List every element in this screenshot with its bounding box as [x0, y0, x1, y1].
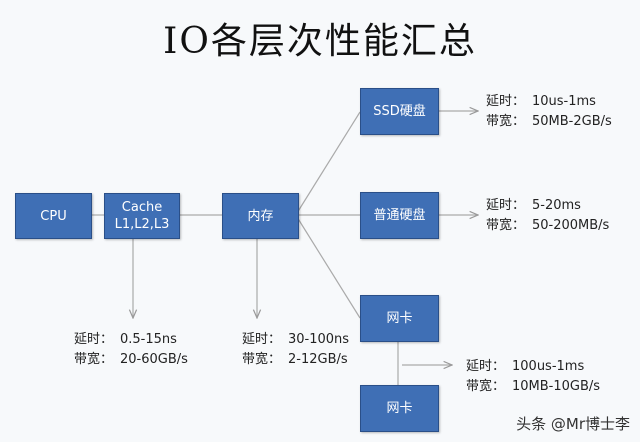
bandwidth-key: 带宽：	[486, 114, 526, 129]
latency-value: 30-100ns	[288, 332, 350, 347]
latency-value: 10us-1ms	[532, 94, 596, 109]
memory-node: 内存	[222, 193, 299, 239]
bandwidth-key: 带宽：	[74, 352, 114, 367]
cache-label: Cache	[121, 200, 163, 215]
cache-node: Cache L1,L2,L3	[104, 193, 180, 239]
bandwidth-value: 10MB-10GB/s	[512, 379, 601, 394]
bandwidth-key: 带宽：	[242, 352, 282, 367]
bandwidth-value: 20-60GB/s	[120, 352, 188, 367]
watermark: 头条 @Mr博士李	[516, 415, 630, 433]
nic-label-1: 网卡	[386, 311, 413, 326]
bandwidth-key: 带宽：	[486, 218, 526, 233]
bandwidth-value: 2-12GB/s	[288, 352, 348, 367]
bandwidth-value: 50-200MB/s	[532, 218, 610, 233]
hdd-label: 普通硬盘	[373, 208, 426, 223]
latency-value: 100us-1ms	[512, 359, 585, 374]
bandwidth-key: 带宽：	[466, 379, 506, 394]
latency-value: 0.5-15ns	[120, 332, 177, 347]
latency-key: 延时：	[242, 332, 282, 347]
bandwidth-value: 50MB-2GB/s	[532, 114, 612, 129]
latency-key: 延时：	[74, 332, 114, 347]
memory-specs: 延时： 30-100ns 带宽： 2-12GB/s	[242, 330, 349, 370]
ssd-label: SSD硬盘	[373, 104, 426, 119]
ssd-specs: 延时： 10us-1ms 带宽： 50MB-2GB/s	[486, 92, 612, 132]
cache-specs: 延时： 0.5-15ns 带宽： 20-60GB/s	[74, 330, 188, 370]
nic-label-2: 网卡	[386, 401, 413, 416]
memory-label: 内存	[247, 208, 274, 224]
latency-key: 延时：	[486, 94, 526, 109]
latency-value: 5-20ms	[532, 198, 581, 213]
latency-key: 延时：	[486, 198, 526, 213]
cache-levels-label: L1,L2,L3	[114, 217, 170, 232]
nic-specs: 延时： 100us-1ms 带宽： 10MB-10GB/s	[466, 357, 600, 397]
diagram-title: IO各层次性能汇总	[163, 21, 477, 62]
nic-node-2: 网卡	[360, 385, 439, 432]
cpu-label: CPU	[40, 208, 67, 224]
ssd-node: SSD硬盘	[360, 88, 439, 135]
latency-key: 延时：	[466, 359, 506, 374]
hdd-node: 普通硬盘	[360, 192, 439, 239]
hdd-specs: 延时： 5-20ms 带宽： 50-200MB/s	[486, 196, 609, 236]
nic-node-1: 网卡	[360, 295, 439, 342]
cpu-node: CPU	[15, 193, 92, 239]
